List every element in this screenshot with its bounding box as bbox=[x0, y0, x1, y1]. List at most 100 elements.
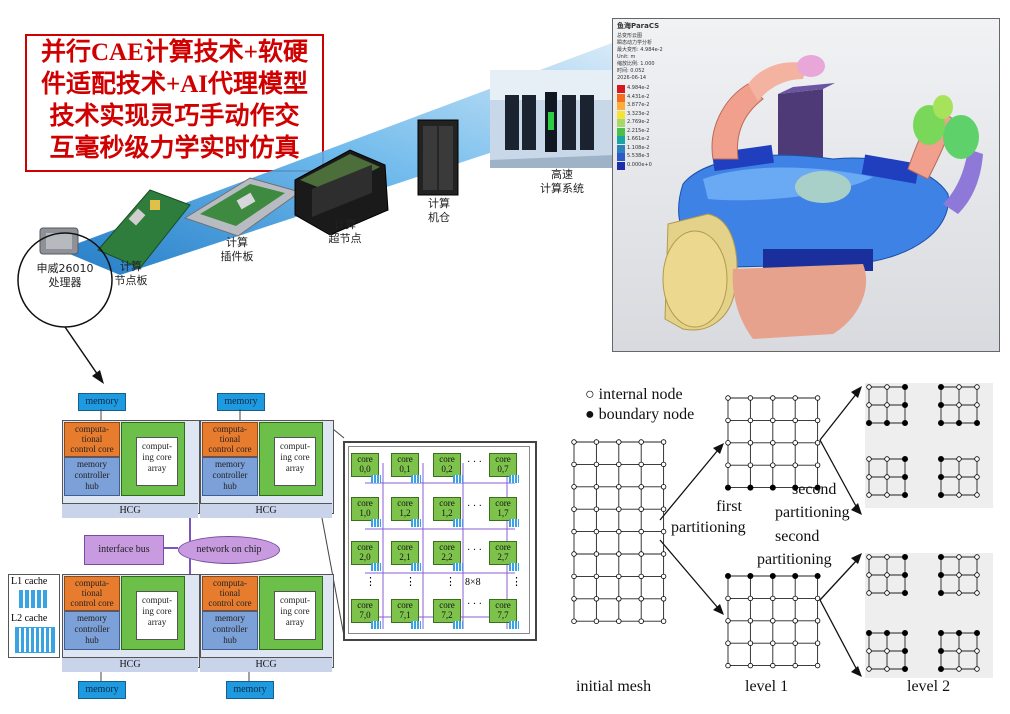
first-partition-label-1: first bbox=[716, 498, 742, 515]
core-index: 7,0 bbox=[359, 610, 371, 620]
legend-value: 3.323e-2 bbox=[627, 110, 650, 117]
plugin-board-label-line2: 插件板 bbox=[220, 250, 254, 263]
ellipsis-col-7: ⋮ bbox=[511, 576, 522, 588]
node-board-label-line2: 节点板 bbox=[114, 274, 148, 287]
core-word: core bbox=[495, 542, 511, 552]
internal-node bbox=[770, 640, 776, 646]
mesh-grid bbox=[938, 383, 981, 426]
network-on-chip: network on chip bbox=[178, 536, 280, 564]
core-cache-icon bbox=[453, 621, 463, 629]
internal-node bbox=[866, 384, 872, 390]
ccc-line: tional bbox=[81, 588, 103, 598]
internal-node bbox=[974, 666, 980, 672]
internal-node bbox=[884, 666, 890, 672]
internal-node bbox=[747, 417, 754, 424]
internal-node bbox=[770, 462, 776, 468]
ccc-line: computa- bbox=[75, 424, 109, 434]
core-cache-icon bbox=[371, 519, 381, 527]
mesh-grid bbox=[725, 573, 821, 669]
headline-line-4: 互毫秒级力学实时仿真 bbox=[49, 135, 300, 162]
internal-node bbox=[956, 456, 962, 462]
internal-node bbox=[792, 462, 798, 468]
internal-node bbox=[593, 461, 600, 468]
core-word: core bbox=[357, 542, 373, 552]
core-cache-icon bbox=[411, 475, 421, 483]
interface-bus: interface bus bbox=[84, 535, 164, 565]
zoom-arrowhead bbox=[92, 370, 104, 384]
headline-line-2: 件适配技术+AI代理模型 bbox=[40, 71, 309, 98]
internal-node bbox=[770, 440, 776, 446]
mesh-layer bbox=[571, 383, 981, 673]
internal-node bbox=[974, 456, 980, 462]
ccc-line: tional bbox=[81, 434, 103, 444]
legend-swatch bbox=[617, 102, 625, 110]
boundary-node bbox=[938, 630, 945, 637]
processor-label: 申威26010 处理器 bbox=[30, 262, 100, 290]
internal-node bbox=[956, 648, 962, 654]
internal-node bbox=[884, 590, 890, 596]
headline-box: 并行CAE计算技术+软硬 件适配技术+AI代理模型 技术实现灵巧手动作交 互毫秒… bbox=[25, 34, 324, 172]
mesh-grid bbox=[571, 439, 667, 624]
internal-node bbox=[956, 554, 962, 560]
boundary-node bbox=[938, 383, 945, 390]
internal-node bbox=[638, 551, 644, 557]
internal-node bbox=[792, 618, 798, 624]
boundary-node bbox=[884, 630, 891, 637]
internal-node bbox=[884, 402, 890, 408]
mch-line: memory bbox=[77, 613, 107, 623]
internal-node bbox=[638, 596, 644, 602]
sim-info-6: 2026-06-14 bbox=[617, 75, 647, 81]
second-partition-a-2: partitioning bbox=[775, 504, 850, 521]
memory-block-bottom-left: memory bbox=[78, 681, 126, 699]
internal-node bbox=[616, 551, 622, 557]
internal-node bbox=[660, 618, 667, 624]
internal-node bbox=[660, 596, 667, 602]
partition-arrowheads bbox=[713, 386, 862, 677]
internal-node bbox=[725, 440, 731, 446]
core-word: core bbox=[439, 542, 455, 552]
memory-block-top-right: memory bbox=[217, 393, 265, 411]
boundary-node bbox=[956, 630, 963, 637]
mesh-grid bbox=[866, 630, 909, 673]
mch-line: controller bbox=[74, 470, 110, 480]
internal-node bbox=[571, 618, 577, 624]
boundary-node bbox=[902, 419, 909, 426]
boundary-node bbox=[902, 590, 909, 597]
core-word: core bbox=[357, 498, 373, 508]
headline-line-3: 技术实现灵巧手动作交 bbox=[49, 103, 300, 130]
array-line: array bbox=[285, 617, 305, 627]
internal-node bbox=[638, 439, 644, 445]
internal-node bbox=[660, 573, 667, 580]
label-level-2: level 2 bbox=[907, 678, 951, 695]
memory-block-top-left: memory bbox=[78, 393, 126, 411]
internal-node bbox=[571, 551, 577, 557]
internal-node bbox=[593, 506, 600, 512]
sim-info-0: 总变形云图 bbox=[617, 33, 643, 39]
mesh-grid bbox=[938, 630, 981, 673]
core-cache-icon bbox=[411, 621, 421, 629]
internal-node bbox=[956, 384, 962, 390]
internal-node bbox=[725, 618, 731, 624]
processor-chip-icon bbox=[39, 227, 79, 255]
legend-value: 1.108e-2 bbox=[627, 144, 650, 151]
internal-node bbox=[792, 440, 798, 446]
processor-label-line1: 申威26010 bbox=[36, 262, 94, 275]
internal-node bbox=[593, 596, 600, 602]
legend-value: 1.661e-2 bbox=[627, 136, 650, 142]
internal-node bbox=[866, 590, 872, 596]
core-index: 0,1 bbox=[399, 464, 411, 474]
internal-node bbox=[884, 572, 890, 578]
internal-node bbox=[571, 484, 577, 490]
sim-info-3: Unit: m bbox=[617, 54, 636, 60]
mch-line: hub bbox=[85, 635, 99, 645]
internal-node bbox=[884, 648, 890, 654]
